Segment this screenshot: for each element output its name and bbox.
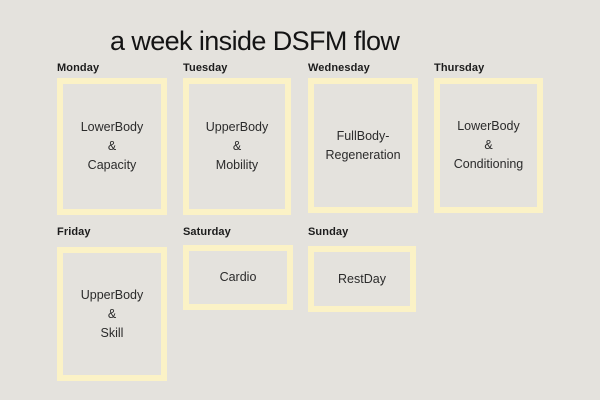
activity-tuesday: UpperBody & Mobility <box>205 120 269 172</box>
day-label-monday: Monday <box>57 62 100 74</box>
day-label-friday: Friday <box>57 226 91 238</box>
activity-sunday: RestDay <box>338 271 386 286</box>
page-title: a week inside DSFM flow <box>110 26 400 56</box>
day-box-monday: LowerBody & Capacity <box>57 78 167 215</box>
day-box-sunday: RestDay <box>308 246 416 312</box>
day-label-saturday: Saturday <box>183 226 231 238</box>
day-box-friday: UpperBody & Skill <box>57 247 167 381</box>
activity-thursday: LowerBody & Conditioning <box>453 119 524 171</box>
day-box-saturday: Cardio <box>183 245 293 310</box>
day-label-wednesday: Wednesday <box>308 62 370 74</box>
day-label-thursday: Thursday <box>434 62 485 74</box>
activity-monday: LowerBody & Capacity <box>80 120 144 172</box>
day-box-tuesday: UpperBody & Mobility <box>183 78 291 215</box>
day-label-sunday: Sunday <box>308 226 349 238</box>
day-box-wednesday: FullBody- Regeneration <box>308 78 418 213</box>
activity-wednesday: FullBody- Regeneration <box>325 128 401 162</box>
activity-saturday: Cardio <box>219 270 257 284</box>
day-label-tuesday: Tuesday <box>183 62 228 74</box>
activity-friday: UpperBody & Skill <box>80 287 144 340</box>
day-box-thursday: LowerBody & Conditioning <box>434 78 543 213</box>
